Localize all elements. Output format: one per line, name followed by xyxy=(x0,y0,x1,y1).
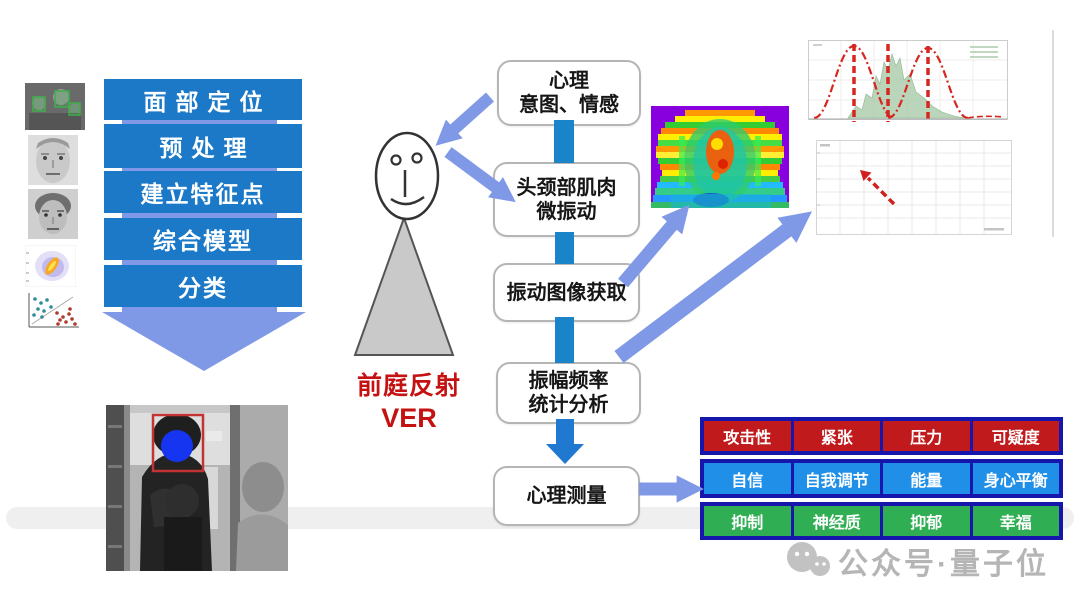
wechat-bubbles-icon xyxy=(787,542,830,576)
result-label: 抑制 xyxy=(731,515,764,532)
frequency-trend-chart xyxy=(816,140,1012,235)
pipeline-step-feature-points: 建立特征点 xyxy=(104,171,302,213)
classification-scatter-plot xyxy=(23,291,81,330)
result-label: 自信 xyxy=(731,472,764,490)
result-label: 攻击性 xyxy=(723,430,772,447)
flow-box-line: 振动图像获取 xyxy=(506,281,627,304)
panel-divider-line xyxy=(1052,30,1054,237)
result-cell: 自信 xyxy=(704,463,791,494)
vibraimage-thermal-face xyxy=(651,106,789,208)
result-cell: 神经质 xyxy=(793,506,880,536)
result-cell: 攻击性 xyxy=(704,421,791,451)
result-label: 可疑度 xyxy=(991,430,1040,447)
ver-label-en: VER xyxy=(381,403,437,433)
result-label: 身心平衡 xyxy=(983,472,1048,490)
pipeline-step-combined-model: 综合模型 xyxy=(104,218,302,260)
result-cell: 压力 xyxy=(883,421,970,451)
result-label: 紧张 xyxy=(820,430,853,447)
result-label: 抑郁 xyxy=(910,515,943,532)
ver-label: 前庭反射 VER xyxy=(338,366,480,434)
face-privacy-circle xyxy=(161,430,193,462)
flow-down-arrow xyxy=(546,419,584,464)
flow-box-line: 意图、情感 xyxy=(519,94,619,116)
result-label: 幸福 xyxy=(999,515,1032,532)
crowd-face-detection-photo xyxy=(25,83,85,130)
pipeline-step-label: 综合模型 xyxy=(153,228,253,254)
watermark-text: 公众号·量子位 xyxy=(838,548,1049,581)
result-label: 自我调节 xyxy=(804,472,869,490)
result-label: 神经质 xyxy=(812,515,861,532)
flow-box-line: 心理测量 xyxy=(526,485,607,507)
results-row-negative: 攻击性 紧张 压力 可疑度 xyxy=(700,417,1063,455)
results-row-positive: 自信 自我调节 能量 身心平衡 xyxy=(700,459,1063,498)
result-cell: 身心平衡 xyxy=(972,463,1059,494)
female-face-landmarks-photo xyxy=(28,189,78,239)
result-cell: 自我调节 xyxy=(793,463,880,494)
watermark: 公众号·量子位 xyxy=(782,538,1080,584)
flow-box-line: 头颈部肌肉 xyxy=(516,176,617,199)
surveillance-face-detection-photo xyxy=(106,405,288,571)
result-label: 压力 xyxy=(910,430,943,447)
result-cell: 紧张 xyxy=(793,421,880,451)
stick-person xyxy=(353,131,455,356)
result-cell: 抑郁 xyxy=(883,506,970,536)
result-cell: 能量 xyxy=(883,463,970,494)
pipeline-step-label: 面部定位 xyxy=(143,88,272,115)
feature-heatmap-plot xyxy=(25,245,76,287)
pipeline-step-classification: 分类 xyxy=(104,265,302,307)
pipeline-step-label: 分类 xyxy=(178,275,228,301)
male-face-photo xyxy=(28,135,78,185)
result-cell: 幸福 xyxy=(972,506,1059,536)
amplitude-distribution-chart xyxy=(808,36,1008,124)
gaussian-fit-curves xyxy=(813,44,1005,122)
flow-box-line: 振幅频率 xyxy=(528,370,609,392)
pipeline-step-face-localization: 面部定位 xyxy=(104,79,302,120)
ver-label-cn: 前庭反射 xyxy=(356,372,461,400)
result-cell: 可疑度 xyxy=(972,421,1059,451)
result-label: 能量 xyxy=(910,472,943,490)
flow-connectors xyxy=(554,120,574,363)
chart-legend xyxy=(970,46,998,58)
flow-box-line: 心理 xyxy=(549,70,589,92)
flow-box-line: 统计分析 xyxy=(528,394,609,416)
results-row-state: 抑制 神经质 抑郁 幸福 xyxy=(700,502,1063,540)
flow-box-psychological-measurement: 心理测量 xyxy=(493,466,640,526)
pipeline-step-label: 建立特征点 xyxy=(140,181,266,207)
red-trend-arrow xyxy=(860,170,896,206)
diagram-arrows xyxy=(435,92,813,503)
face-bounding-box xyxy=(151,413,205,473)
flow-box-line: 微振动 xyxy=(536,200,597,223)
pipeline-step-preprocessing: 预处理 xyxy=(104,124,302,168)
pipeline-step-label: 预处理 xyxy=(159,135,256,161)
flow-box-amplitude-frequency-statistics: 振幅频率 统计分析 xyxy=(496,362,641,424)
result-cell: 抑制 xyxy=(704,506,791,536)
